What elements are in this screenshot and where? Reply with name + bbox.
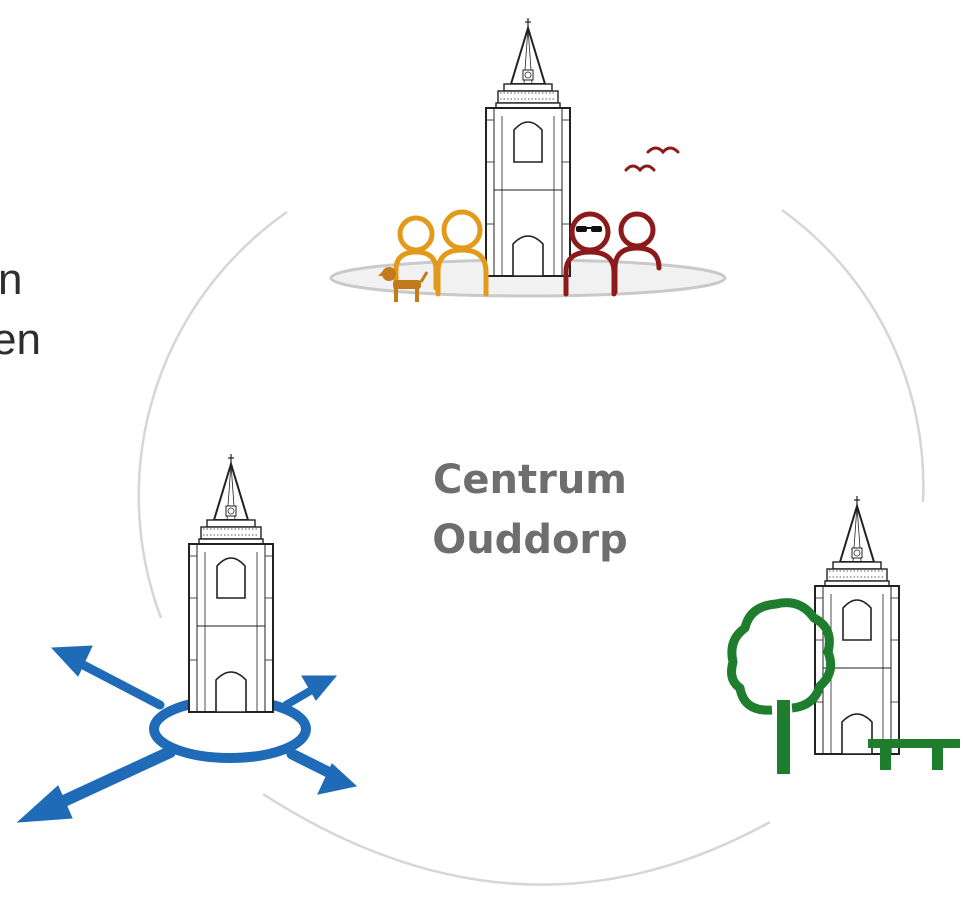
right-cluster bbox=[727, 495, 960, 774]
text-fragment-2: en bbox=[0, 315, 41, 364]
top-cluster bbox=[329, 17, 727, 302]
text-fragment-1: n bbox=[0, 255, 23, 304]
birds-icon bbox=[624, 146, 680, 173]
sunglasses-icon bbox=[576, 226, 602, 232]
people-icon bbox=[393, 209, 489, 297]
tree-bench-icon bbox=[727, 598, 960, 774]
roundabout-arrows-icon bbox=[16, 645, 358, 823]
church-tower-icon bbox=[485, 17, 571, 277]
center-label: Centrum Ouddorp bbox=[0, 450, 965, 570]
people-icon-red bbox=[563, 211, 662, 297]
center-label-line-1: Centrum bbox=[433, 457, 627, 503]
dog-icon bbox=[378, 267, 429, 302]
ring-arc-bottom bbox=[262, 792, 771, 886]
left-cluster bbox=[16, 453, 358, 823]
ring-arc-right bbox=[781, 208, 925, 503]
center-label-line-2: Ouddorp bbox=[432, 517, 628, 563]
ring-arc-left bbox=[137, 210, 288, 619]
